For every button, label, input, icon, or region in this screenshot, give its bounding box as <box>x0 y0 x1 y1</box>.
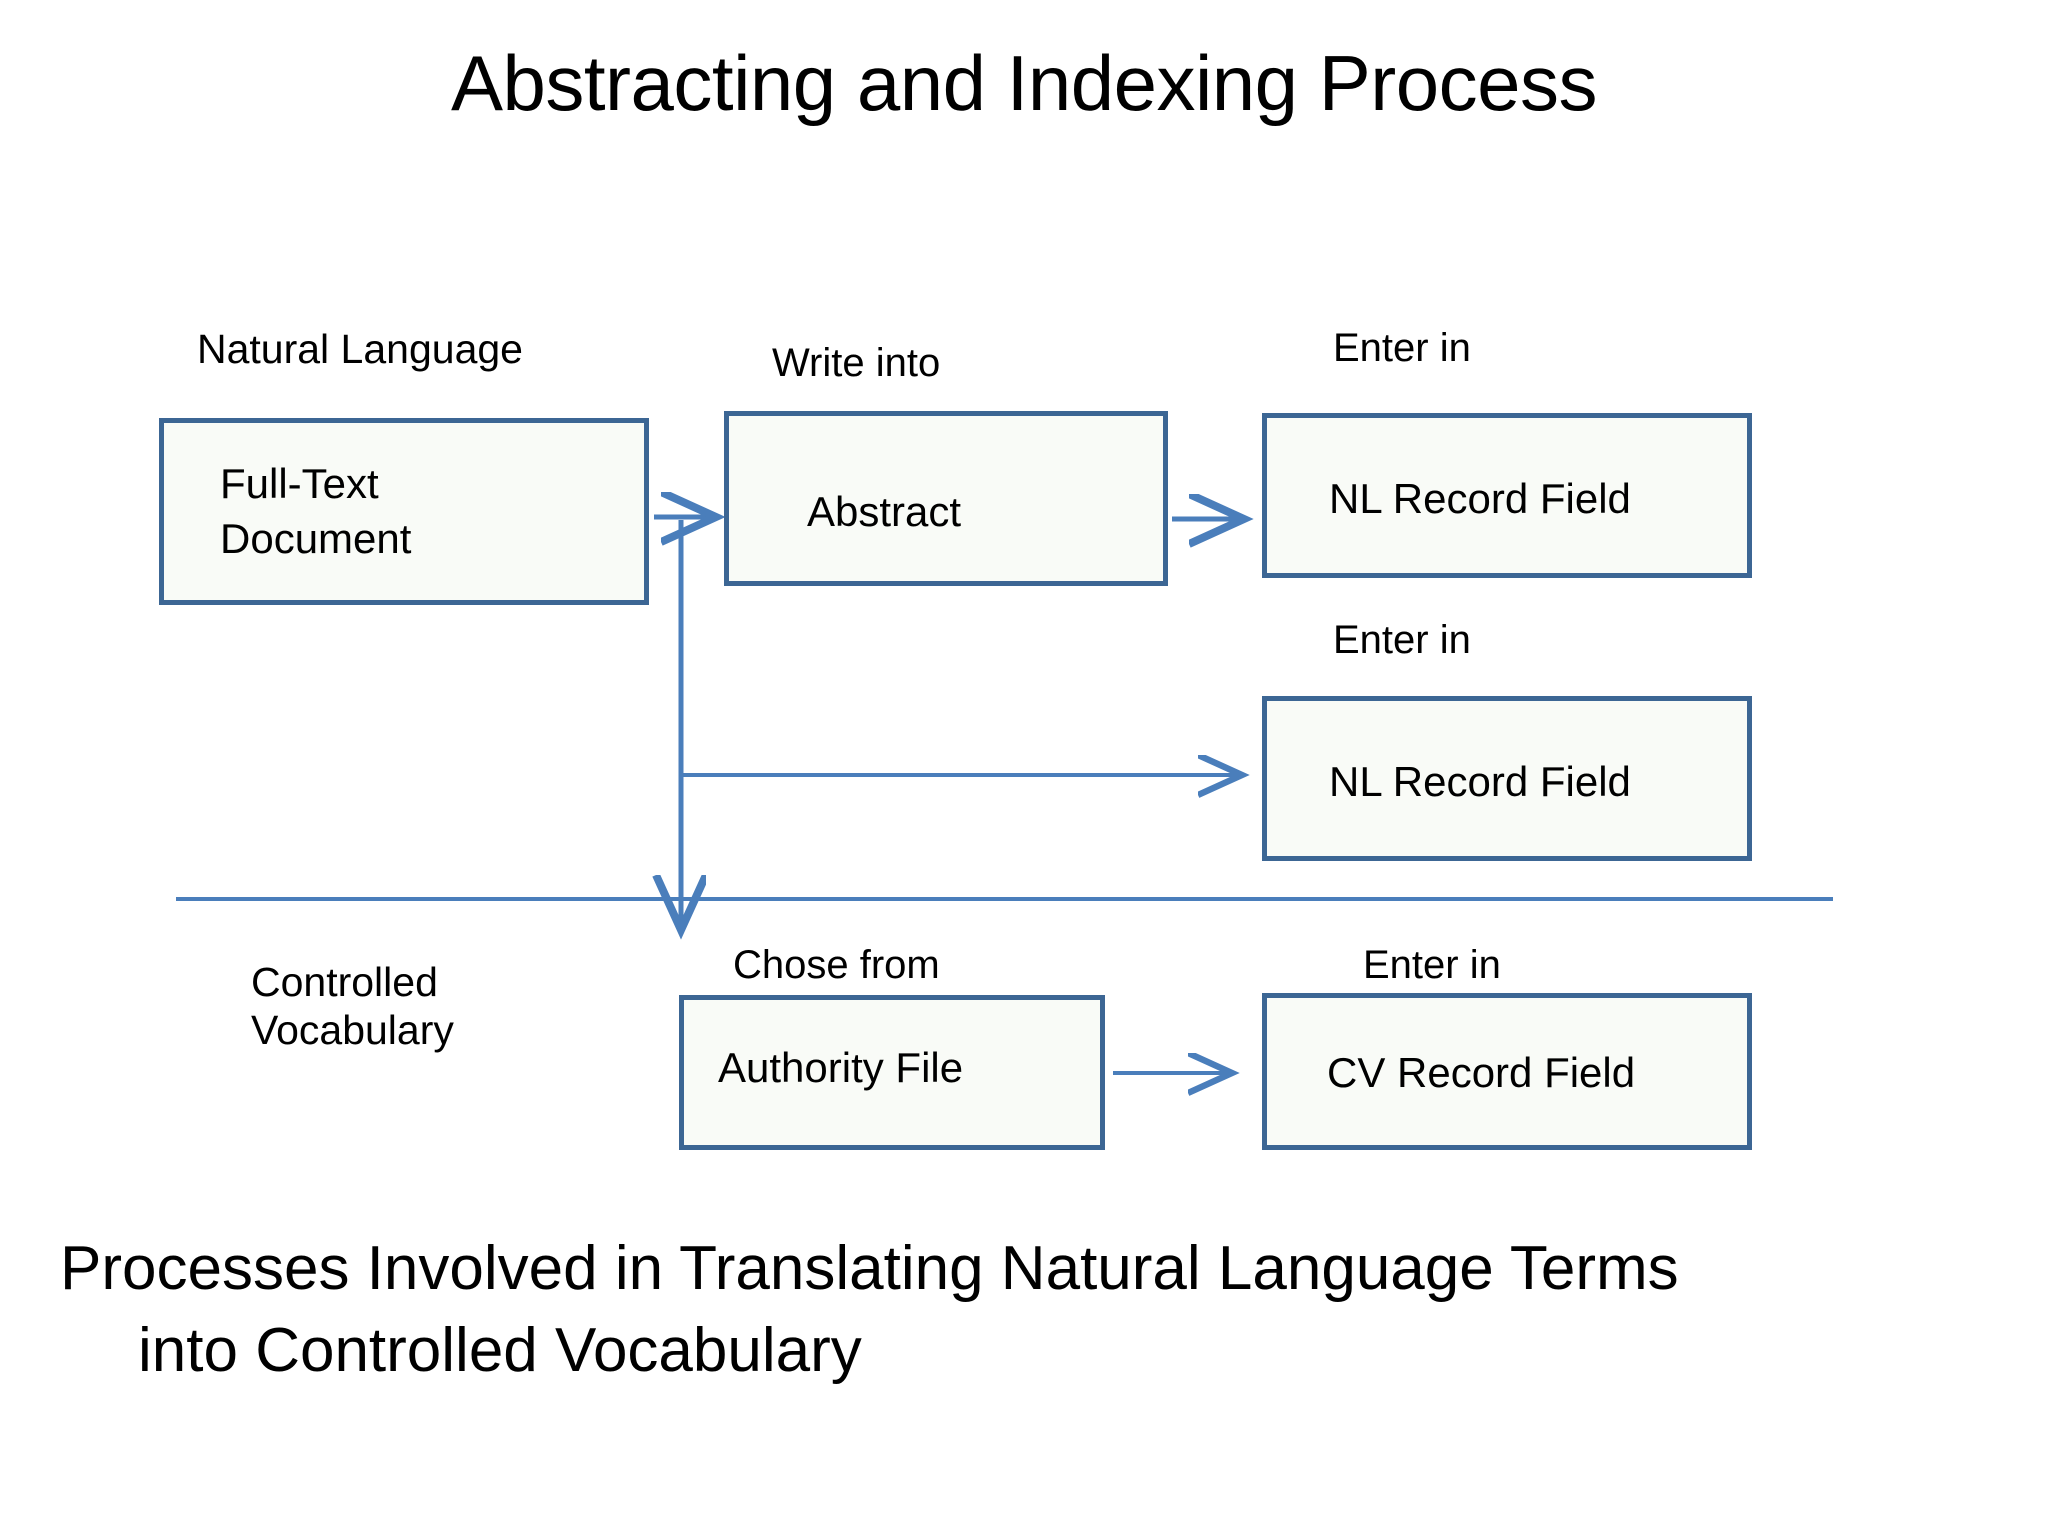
slide-caption-line1: Processes Involved in Translating Natura… <box>60 1234 1679 1303</box>
box-authority-file[interactable]: Authority File <box>679 995 1105 1150</box>
box-nl-record-field-2[interactable]: NL Record Field <box>1262 696 1752 861</box>
box-full-text-document-text: Full-Text Document <box>164 457 421 566</box>
lane-label-controlled-vocabulary: Controlled Vocabulary <box>251 958 551 1055</box>
box-cv-record-field-text: CV Record Field <box>1327 1049 1636 1097</box>
lane-label-cv-line1: Controlled <box>251 959 438 1005</box>
lane-label-natural-language: Natural Language <box>197 326 523 372</box>
box-abstract[interactable]: Abstract <box>724 411 1168 586</box>
connector-label-write-into: Write into <box>772 341 941 385</box>
connector-label-enter-in-middle: Enter in <box>1333 618 1471 662</box>
box-authority-file-text: Authority File <box>718 1044 964 1092</box>
connector-label-chose-from: Chose from <box>733 943 940 987</box>
connector-label-enter-in-bottom: Enter in <box>1363 943 1501 987</box>
slide-caption: Processes Involved in Translating Natura… <box>60 1228 2000 1392</box>
box-cv-record-field[interactable]: CV Record Field <box>1262 993 1752 1150</box>
box-abstract-text: Abstract <box>807 488 962 536</box>
connector-label-enter-in-top: Enter in <box>1333 326 1471 370</box>
box-nl-record-field-1-text: NL Record Field <box>1329 475 1631 523</box>
slide-caption-line2: into Controlled Vocabulary <box>138 1315 862 1385</box>
box-full-text-document-line2: Document <box>220 514 412 562</box>
box-full-text-document[interactable]: Full-Text Document <box>159 418 649 605</box>
box-nl-record-field-1[interactable]: NL Record Field <box>1262 413 1752 578</box>
box-nl-record-field-2-text: NL Record Field <box>1329 758 1631 806</box>
lane-label-cv-line2: Vocabulary <box>251 1007 454 1054</box>
page-title: Abstracting and Indexing Process <box>450 39 1598 127</box>
box-full-text-document-line1: Full-Text <box>220 459 379 507</box>
